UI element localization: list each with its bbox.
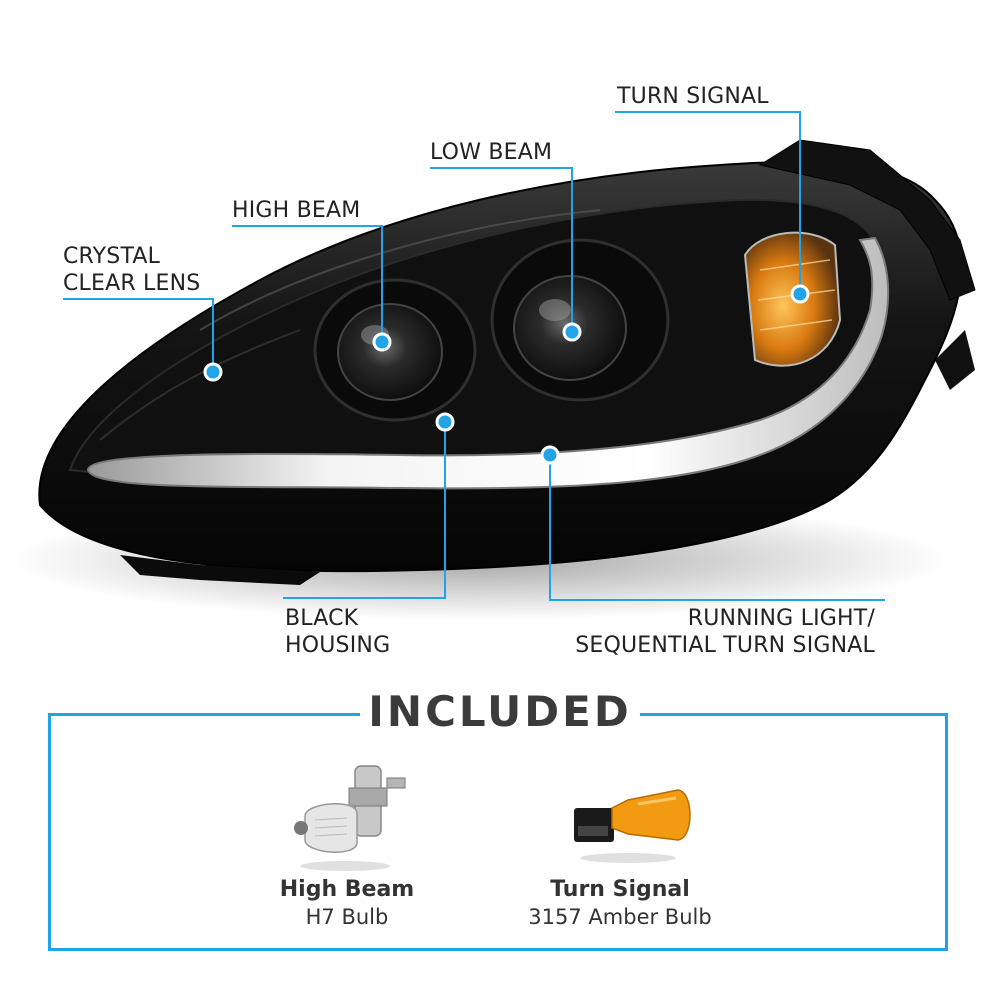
black-housing-label: BLACK HOUSING xyxy=(285,606,391,658)
crystal-clear-lens-label: CRYSTAL CLEAR LENS xyxy=(63,244,201,296)
included-item-name: Turn Signal xyxy=(550,877,690,902)
low-beam-label: LOW BEAM xyxy=(430,140,553,165)
included-item-name: High Beam xyxy=(279,877,415,902)
high-beam-label: HIGH BEAM xyxy=(232,198,361,223)
included-item-desc: 3157 Amber Bulb xyxy=(528,905,712,929)
turn-signal-label: TURN SIGNAL xyxy=(617,84,769,109)
amber-bulb-icon xyxy=(574,789,691,863)
included-item-high-beam: High Beam H7 Bulb xyxy=(217,876,477,930)
included-item-turn-signal: Turn Signal 3157 Amber Bulb xyxy=(490,876,750,930)
h7-bulb-icon xyxy=(294,765,406,871)
running-light-label: RUNNING LIGHT/ SEQUENTIAL TURN SIGNAL xyxy=(575,606,875,658)
included-title: INCLUDED xyxy=(360,684,640,740)
included-item-desc: H7 Bulb xyxy=(305,905,389,929)
